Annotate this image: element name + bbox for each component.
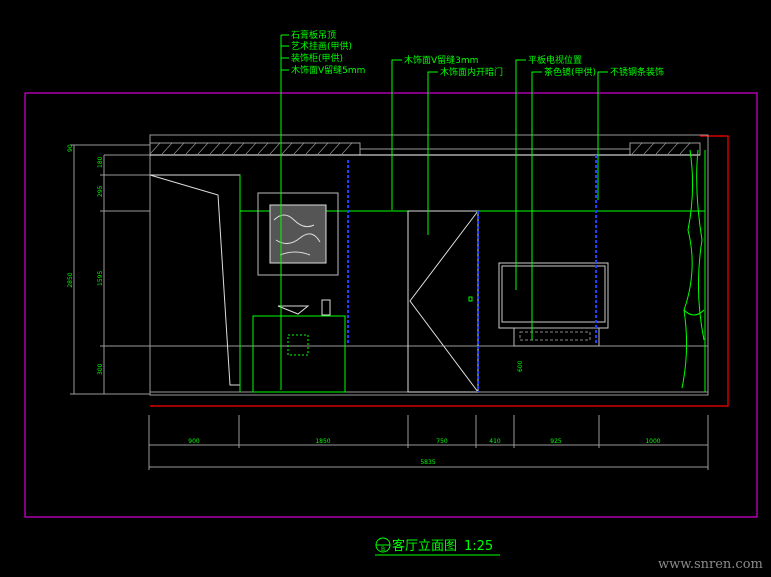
annotation-art-painting: 艺术挂画(甲供)	[291, 40, 352, 52]
decor-cabinet	[252, 299, 346, 393]
wardrobe	[149, 174, 241, 386]
dim-v-1: 90	[67, 144, 74, 152]
dim-v-3: 295	[97, 185, 104, 197]
curtain	[681, 149, 705, 389]
dim-h-1: 900	[188, 438, 200, 445]
dim-v-5: 300	[97, 363, 104, 375]
dim-h-2: 1850	[315, 438, 330, 445]
section-boundary	[150, 135, 729, 407]
ceiling-section	[149, 142, 701, 156]
room-outline	[104, 134, 709, 396]
dim-tv-cabinet: 600	[517, 360, 524, 372]
dim-h-5: 925	[550, 438, 562, 445]
annotation-wood-groove-3mm: 木饰面V留缝3mm	[404, 54, 478, 66]
tv	[498, 262, 609, 347]
dim-total: 5835	[420, 459, 435, 466]
annotation-tinted-mirror: 茶色镜(甲供)	[544, 66, 596, 78]
dim-h-3: 750	[436, 438, 448, 445]
drawing-scale: 1:25	[464, 539, 493, 554]
dim-v-4: 1595	[97, 271, 104, 286]
dim-v-2: 180	[97, 156, 104, 168]
annotation-tv-position: 平板电视位置	[528, 54, 582, 66]
section-symbol: B	[381, 546, 385, 553]
annotation-wood-groove-5mm: 木饰面V留缝5mm	[291, 64, 365, 76]
annotation-steel-trim: 不锈钢条装饰	[610, 66, 664, 78]
watermark: www.snren.com	[658, 557, 763, 572]
hidden-door	[407, 210, 479, 393]
art-painting	[257, 192, 339, 276]
annotation-decor-cabinet: 装饰柜(甲供)	[291, 52, 343, 64]
dim-h-4: 410	[489, 438, 501, 445]
annotation-gypsum-ceiling: 石膏板吊顶	[291, 29, 336, 41]
dim-v-total: 2850	[67, 272, 74, 287]
drawing-title: 客厅立面图	[392, 538, 457, 554]
annotation-hidden-door: 木饰面内开暗门	[440, 66, 503, 78]
dim-h-6: 1000	[645, 438, 660, 445]
sheet-frame	[24, 92, 758, 518]
